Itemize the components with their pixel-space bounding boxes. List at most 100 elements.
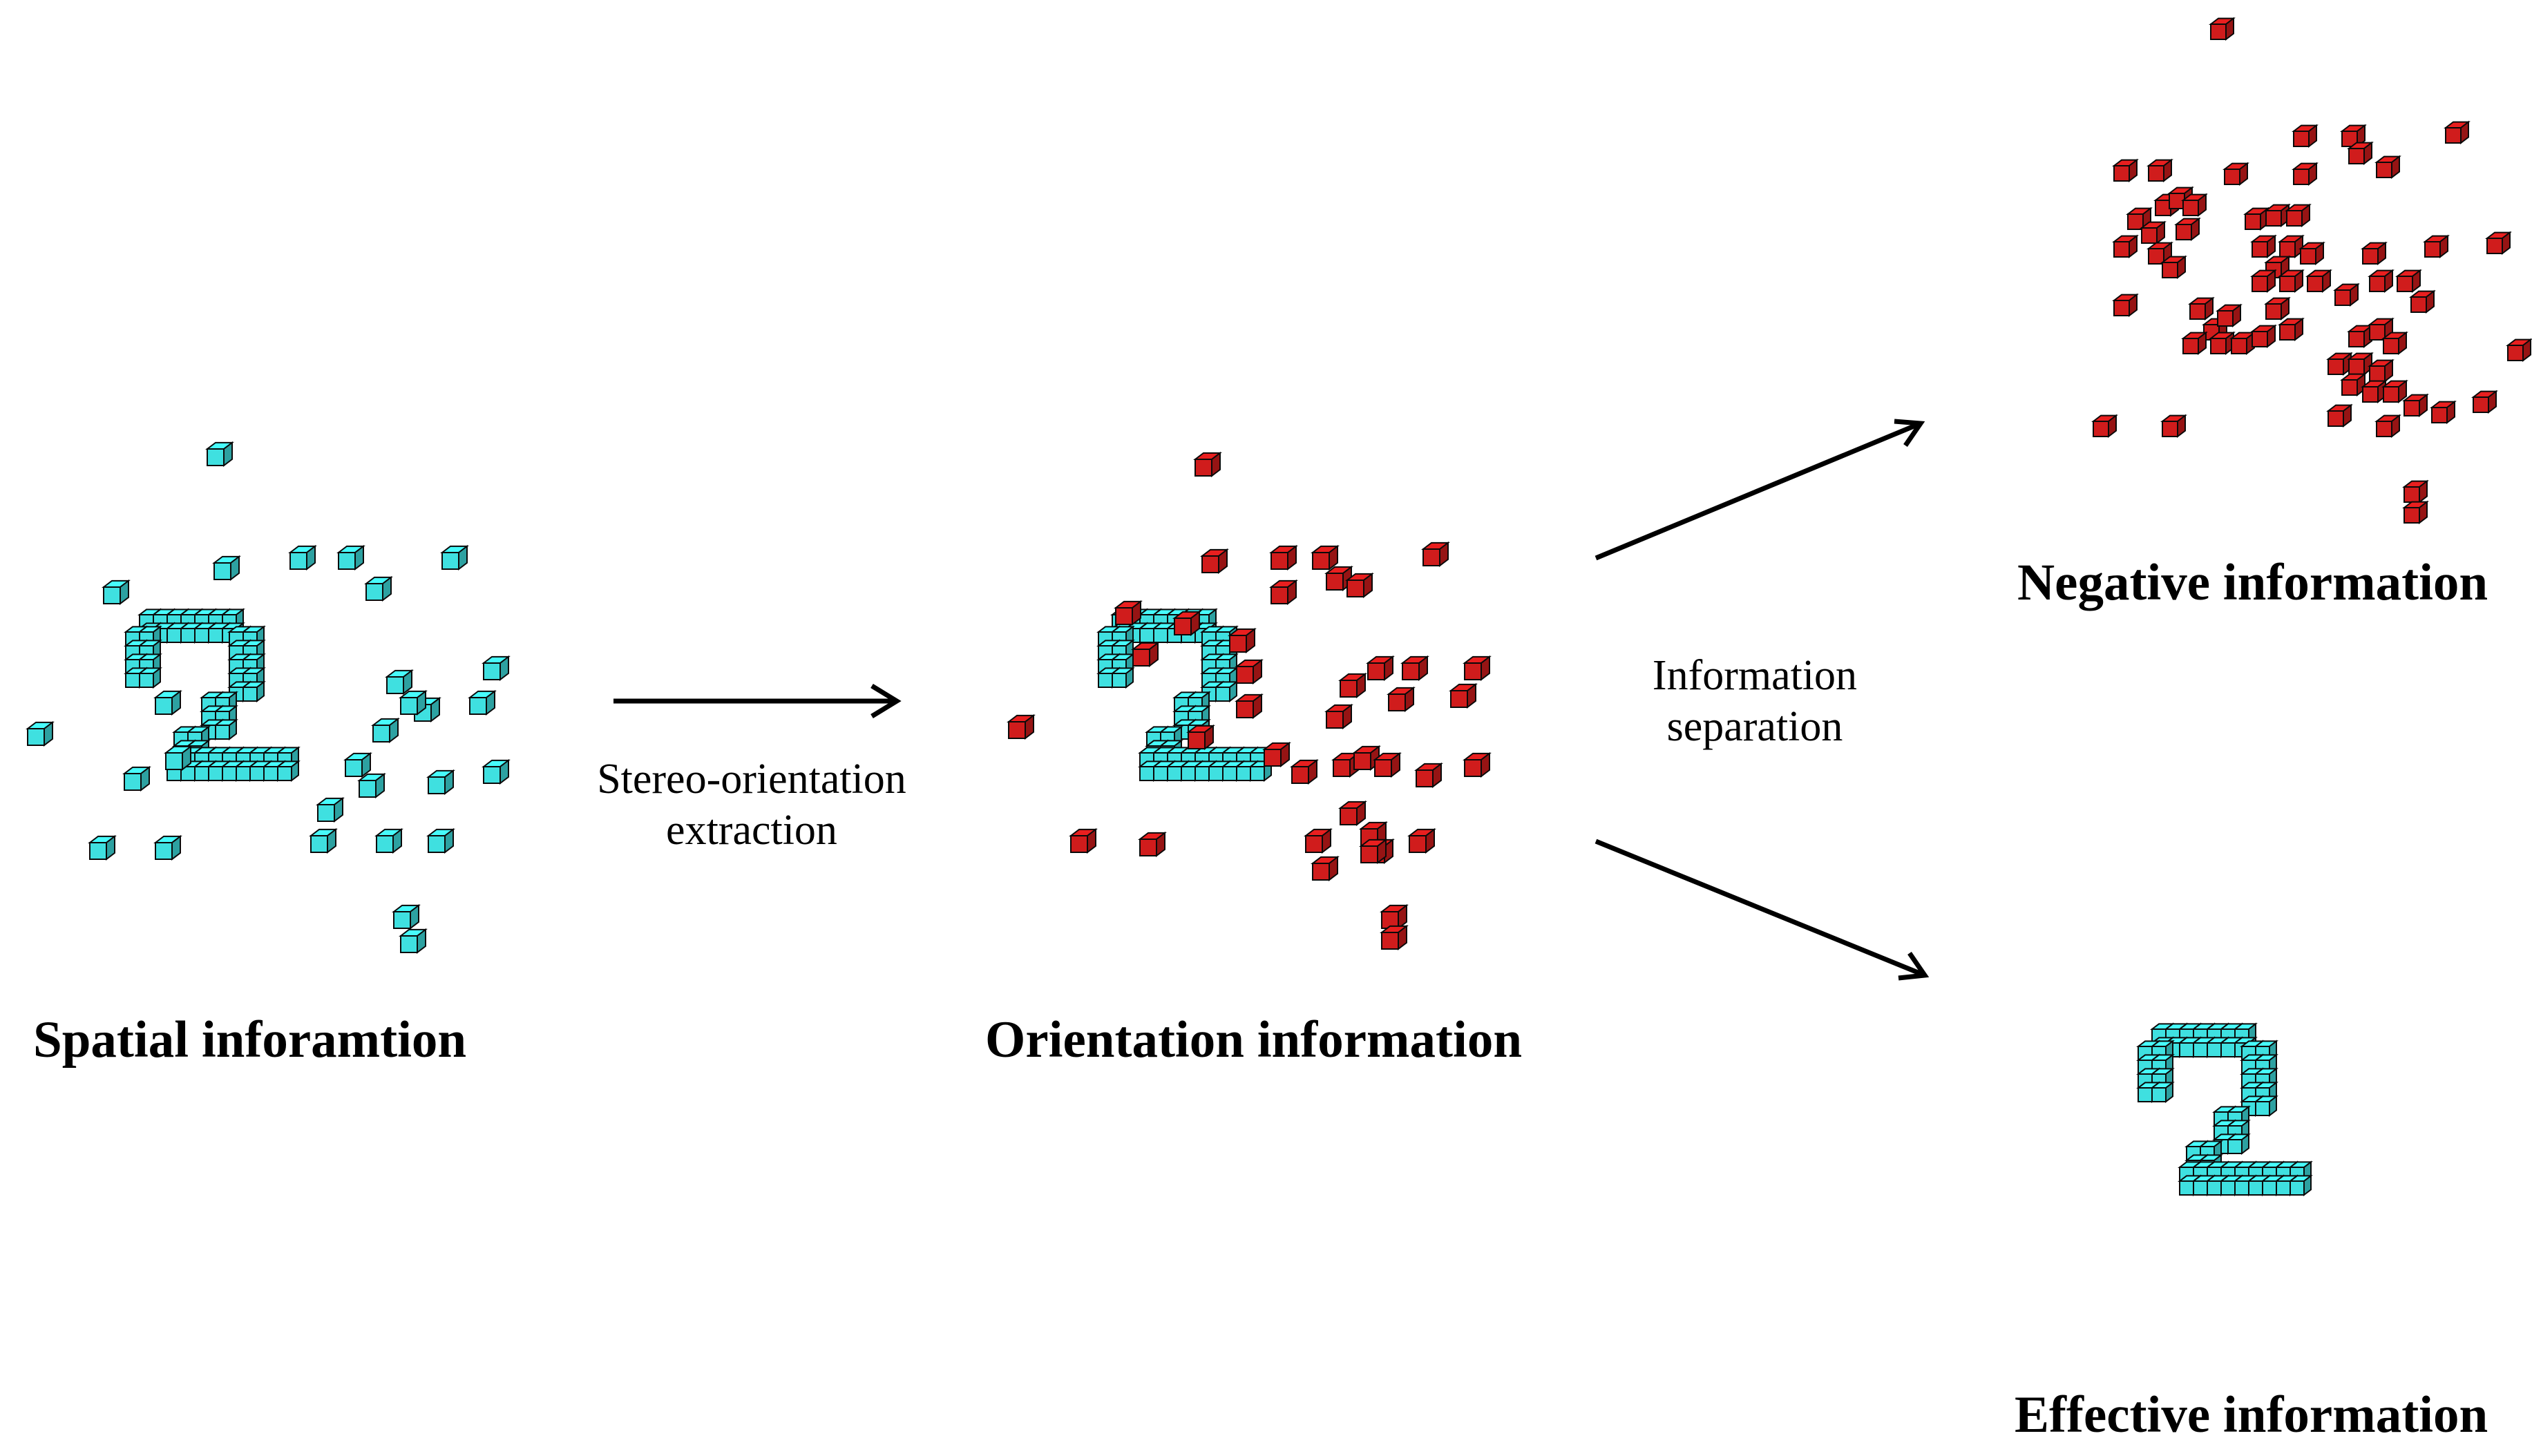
cube-icon [2423, 234, 2450, 259]
arrow-to-negative [1595, 419, 1925, 561]
label-separation-line2: separation [1667, 703, 1843, 750]
label-effective: Effective information [2015, 1386, 2488, 1444]
effective-information-panel [2136, 1022, 2313, 1197]
cube-icon [2374, 155, 2401, 180]
cube-icon [2264, 296, 2291, 321]
cube-icon [316, 796, 345, 823]
cube-icon [2174, 217, 2201, 242]
cube-icon [2243, 207, 2270, 231]
cube-icon [26, 720, 55, 747]
cube-icon [2361, 379, 2388, 404]
label-extraction-line1: Stereo-orientation [597, 756, 906, 803]
cube-icon [1269, 544, 1298, 571]
cube-icon [399, 928, 428, 955]
cube-icon [1400, 655, 1429, 682]
cube-icon [371, 717, 400, 744]
cube-icon [2381, 379, 2408, 404]
cube-icon [309, 827, 338, 854]
cube-icon [2402, 479, 2429, 504]
cube-icon [2278, 234, 2305, 259]
voxel [1110, 667, 1135, 689]
cube-icon [1338, 800, 1367, 827]
cube-icon [2326, 352, 2353, 376]
cube-icon [2347, 352, 2374, 376]
cube-icon [2444, 120, 2471, 145]
label-orientation: Orientation information [985, 1011, 1522, 1069]
cube-icon [2409, 289, 2436, 314]
cube-icon [122, 765, 151, 792]
cube-icon [88, 834, 117, 861]
cube-icon [2395, 269, 2422, 294]
arrow-extraction [613, 684, 902, 718]
negative-information-panel [2091, 17, 2532, 525]
cube-icon [426, 769, 455, 796]
cube-icon [1407, 827, 1436, 854]
cube-icon [2347, 141, 2374, 166]
cube-icon [2471, 390, 2498, 414]
cube-icon [1463, 751, 1492, 778]
cube-icon [1235, 658, 1264, 685]
label-separation-line1: Information [1653, 652, 1857, 699]
cube-icon [2278, 317, 2305, 342]
label-spatial: Spatial inforamtion [33, 1011, 466, 1069]
cube-icon [1186, 724, 1215, 751]
cube-icon [2292, 124, 2319, 149]
cube-icon [2112, 234, 2139, 259]
cube-icon [1235, 693, 1264, 720]
cube-icon [2147, 241, 2173, 266]
cube-icon [2209, 331, 2236, 356]
cube-icon [1304, 827, 1333, 854]
cube-icon [164, 745, 193, 772]
cube-icon [2229, 331, 2256, 356]
cube-icon [364, 575, 393, 602]
arrow-to-effective [1595, 839, 1930, 981]
cube-icon [1200, 548, 1229, 575]
cube-icon [1114, 600, 1143, 626]
cube-icon [468, 689, 497, 716]
cube-icon [1380, 903, 1409, 930]
voxel [2254, 1095, 2278, 1118]
cube-icon [2298, 241, 2325, 266]
cube-icon [1449, 682, 1478, 709]
cube-icon [1373, 751, 1402, 778]
cube-icon [1463, 655, 1492, 682]
cube-icon [2368, 269, 2395, 294]
cube-icon [2140, 220, 2167, 245]
cube-icon [1228, 627, 1257, 654]
cube-icon [2305, 269, 2332, 294]
cube-icon [385, 669, 414, 696]
cube-icon [102, 579, 131, 606]
cube-icon [1262, 741, 1291, 768]
cube-icon [1380, 924, 1409, 951]
cube-icon [1338, 672, 1367, 699]
arrow-right-icon [1894, 419, 1925, 447]
cube-icon [2278, 269, 2305, 294]
cube-icon [1311, 855, 1340, 882]
cube-icon [2333, 282, 2360, 307]
cube-icon [1359, 838, 1388, 865]
cube-icon [1311, 544, 1340, 571]
cube-icon [2250, 234, 2277, 259]
cube-icon [426, 827, 455, 854]
cube-icon [2506, 338, 2532, 363]
cube-icon [2402, 500, 2429, 525]
arrow-right-icon [870, 684, 902, 718]
voxel [2226, 1133, 2251, 1156]
cube-icon [374, 827, 403, 854]
cube-icon [2485, 231, 2512, 256]
cube-icon [2368, 317, 2395, 342]
cube-icon [288, 544, 317, 571]
cube-icon [1421, 541, 1450, 568]
cube-icon [399, 689, 428, 716]
cube-icon [153, 689, 182, 716]
cube-icon [2347, 324, 2374, 349]
cube-icon [2381, 331, 2408, 356]
cube-icon [2250, 269, 2277, 294]
cube-icon [2181, 193, 2208, 218]
cube-icon [205, 441, 234, 468]
spatial-information-panel [26, 441, 511, 955]
label-extraction-line2: extraction [666, 807, 837, 854]
cube-icon [1290, 758, 1319, 785]
cube-icon [2340, 124, 2367, 149]
